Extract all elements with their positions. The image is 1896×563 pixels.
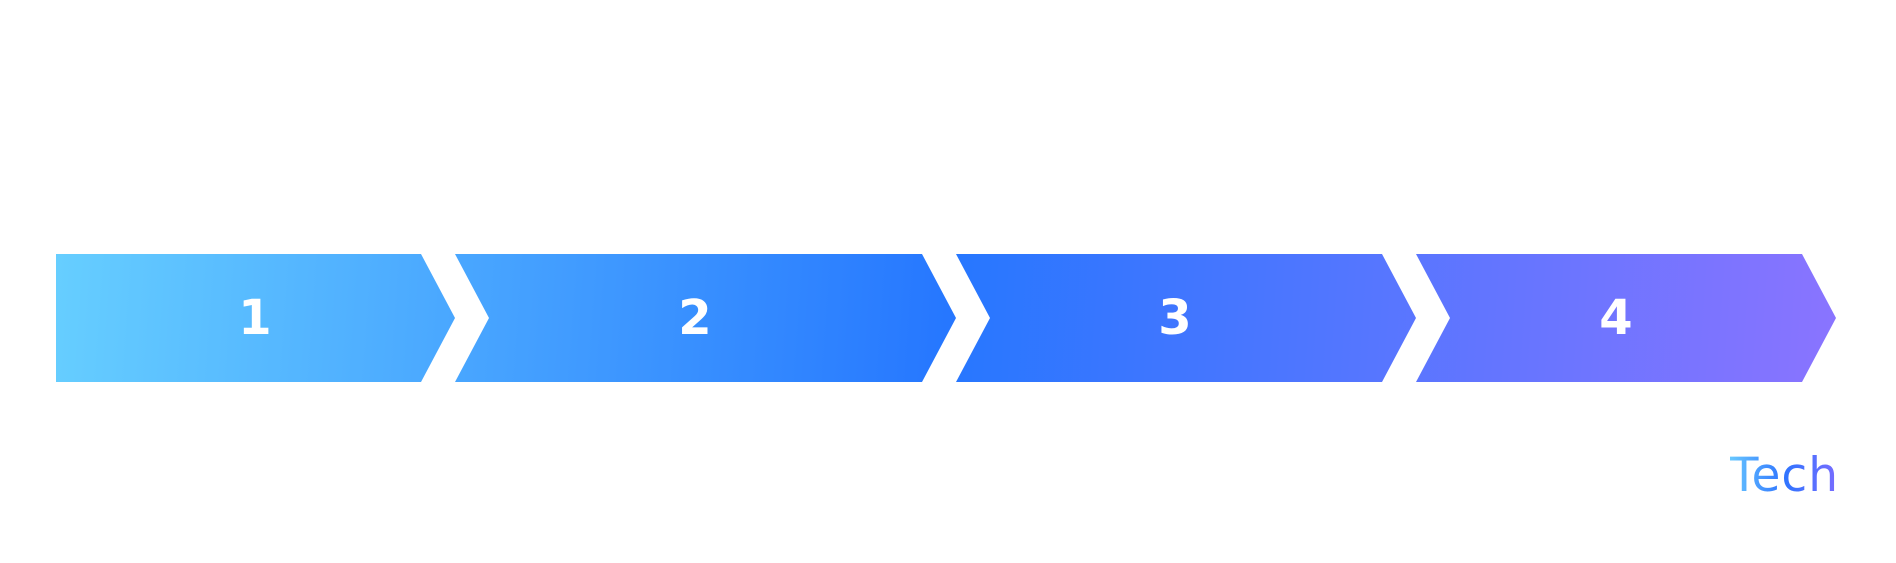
step-4-chevron	[1416, 254, 1836, 382]
step-3-label: 3	[1158, 290, 1191, 346]
step-3-chevron	[956, 254, 1416, 382]
step-1-label: 1	[238, 290, 271, 346]
step-2-chevron	[455, 254, 956, 382]
brand-logo-text: Tech	[1729, 448, 1839, 503]
step-4-label: 4	[1599, 290, 1632, 346]
step-3: 3	[956, 254, 1416, 382]
step-2-label: 2	[678, 290, 711, 346]
step-2: 2	[455, 254, 956, 382]
step-1: 1	[56, 254, 455, 382]
step-4: 4	[1416, 254, 1836, 382]
step-1-chevron	[56, 254, 455, 382]
